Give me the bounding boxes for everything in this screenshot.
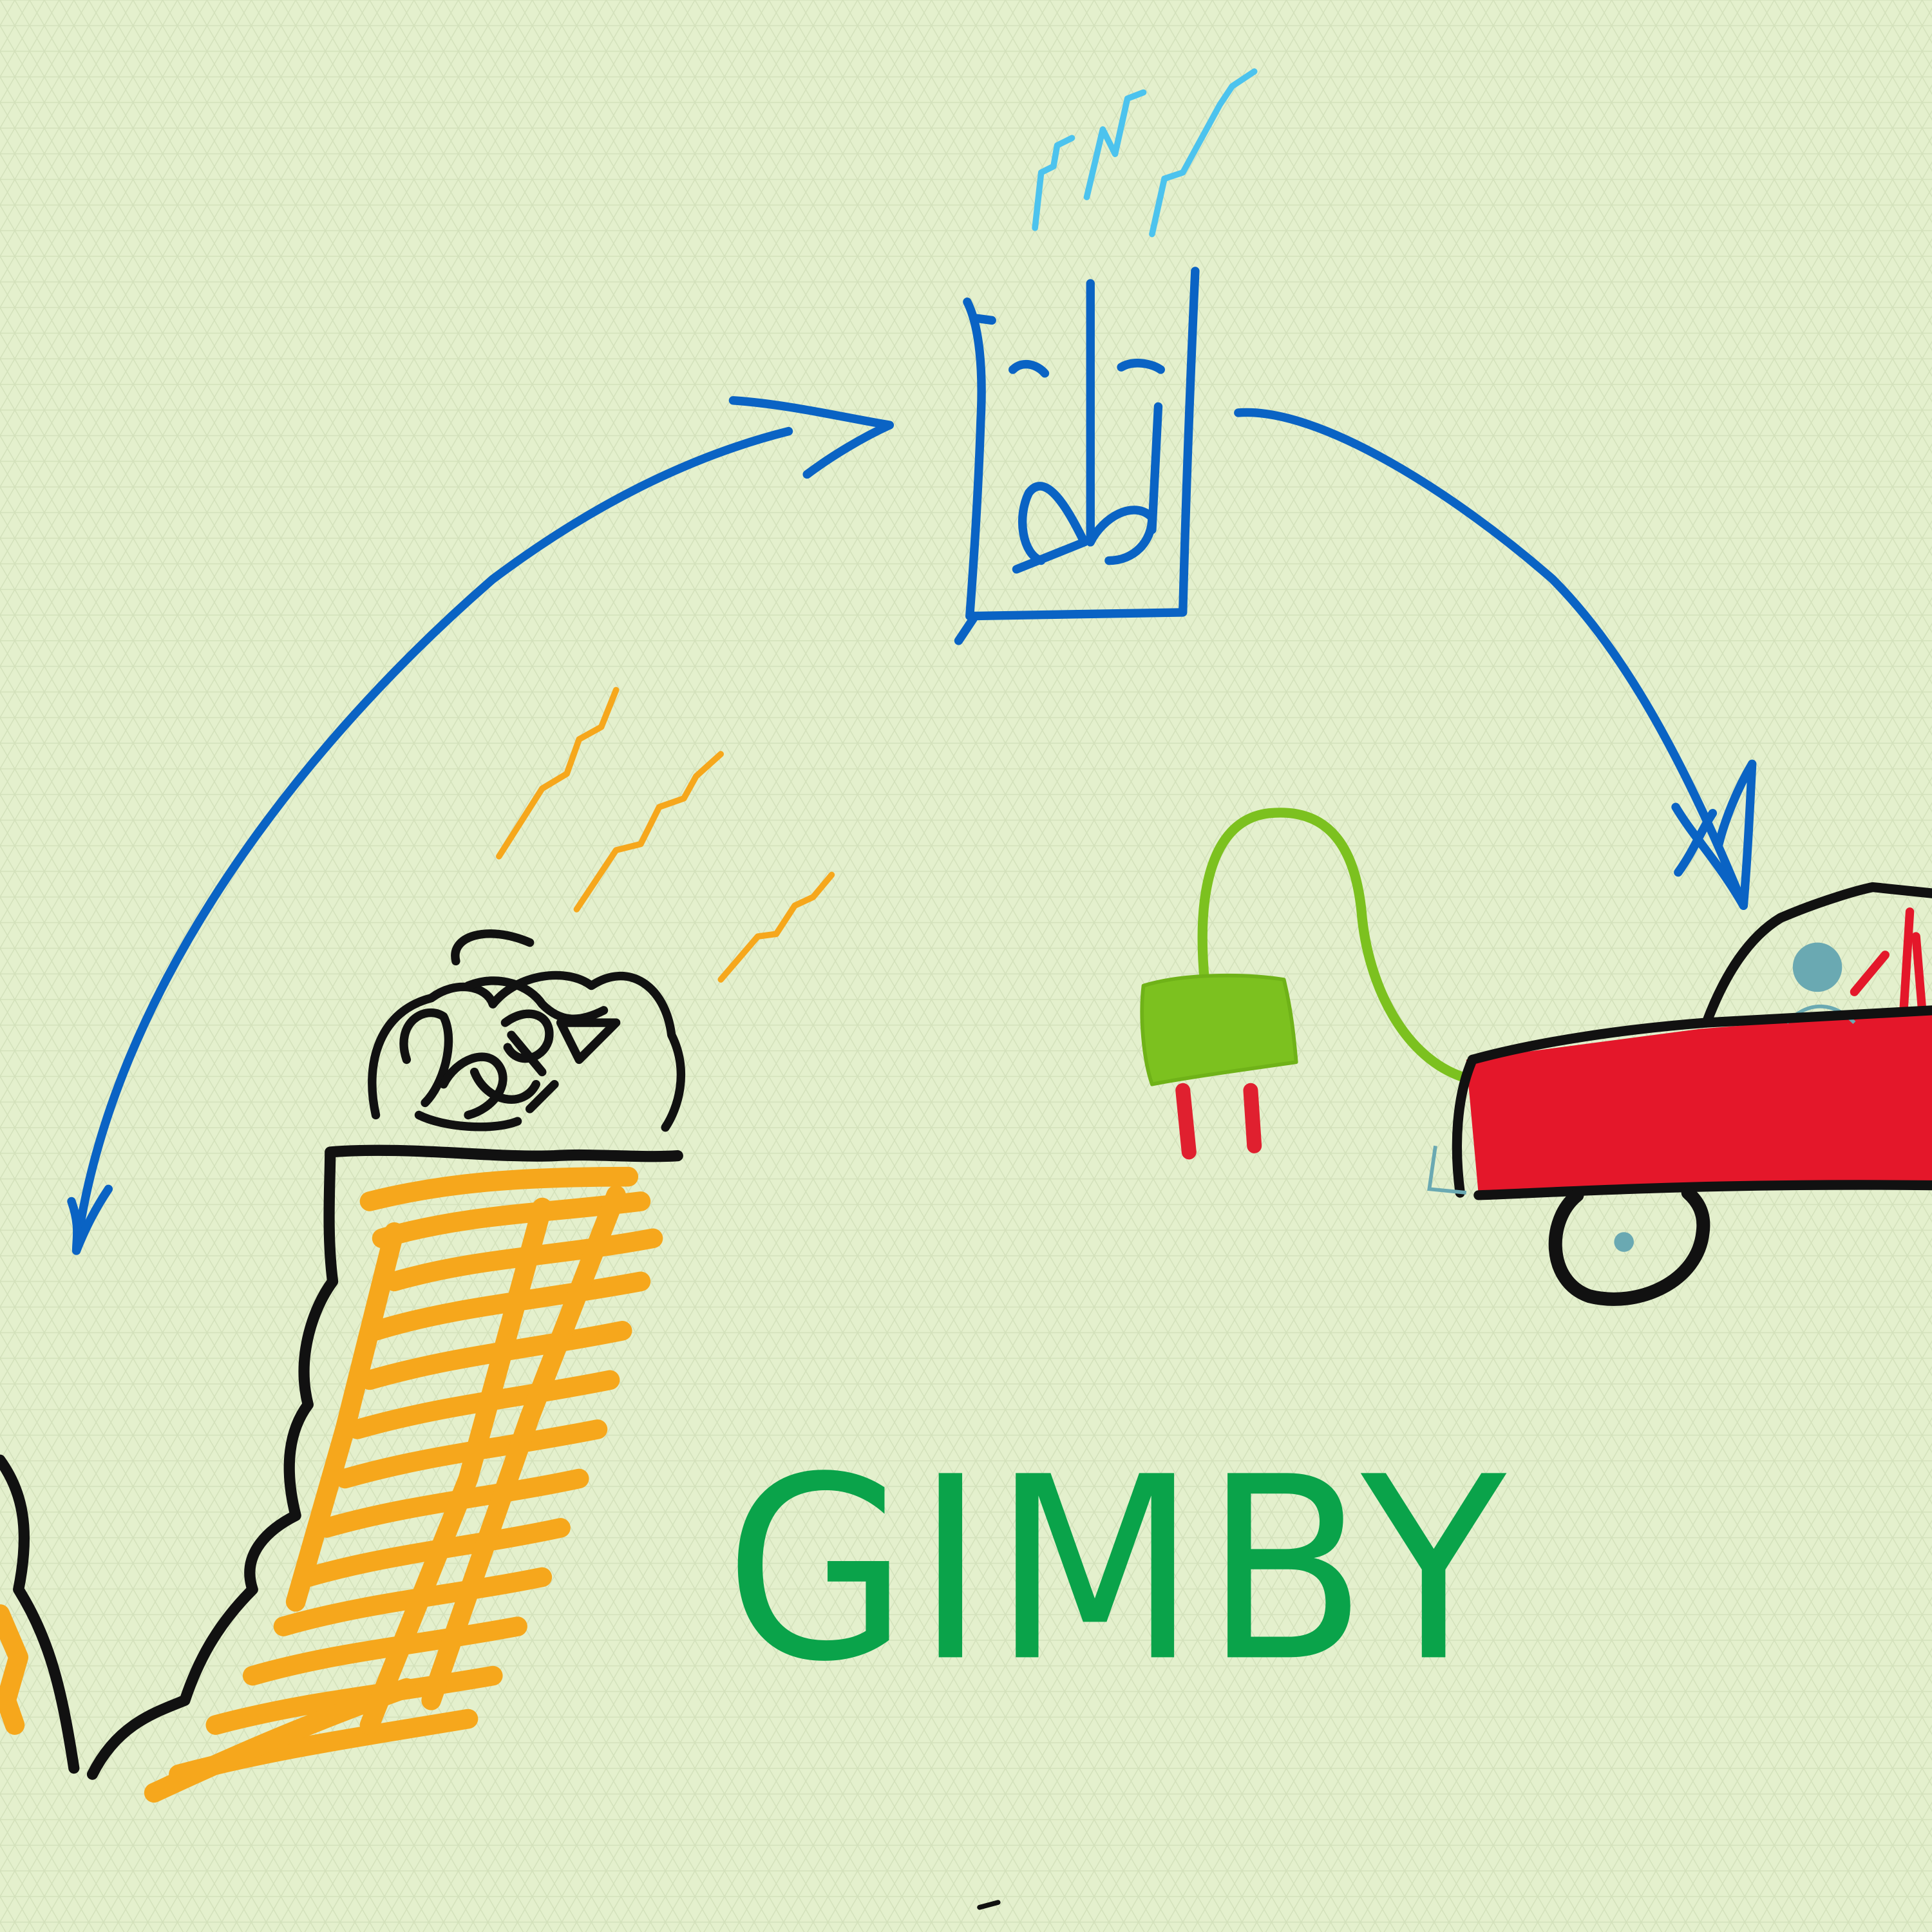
steam-lines — [1032, 68, 1258, 238]
car-windshield-red — [1850, 907, 1927, 1015]
fire-scribble — [0, 1166, 663, 1803]
car-body-fill — [1466, 1010, 1932, 1195]
blue-curved-arrow-right — [1234, 408, 1757, 910]
plug-body — [1140, 973, 1298, 1086]
car-headlight — [1427, 1145, 1467, 1195]
electric-plug — [1140, 808, 1472, 1160]
tank-outline — [954, 267, 1200, 645]
power-station-tank — [954, 68, 1258, 645]
driver-head — [1792, 942, 1842, 992]
plug-cable — [1197, 808, 1472, 1083]
car-outline — [1452, 882, 1932, 1200]
red-electric-car — [1427, 882, 1932, 1306]
burning-coal-mine — [0, 687, 835, 1803]
fire-sparks — [496, 687, 835, 983]
caption-gimby: GIMBY — [724, 1423, 1513, 1717]
car-wheel — [1548, 1186, 1710, 1306]
cliff-outline — [0, 1144, 683, 1780]
plug-prongs — [1175, 1083, 1262, 1160]
ink-speck — [977, 1900, 1001, 1910]
blue-curved-arrow-left — [67, 396, 895, 1255]
coal-pile — [368, 929, 686, 1132]
